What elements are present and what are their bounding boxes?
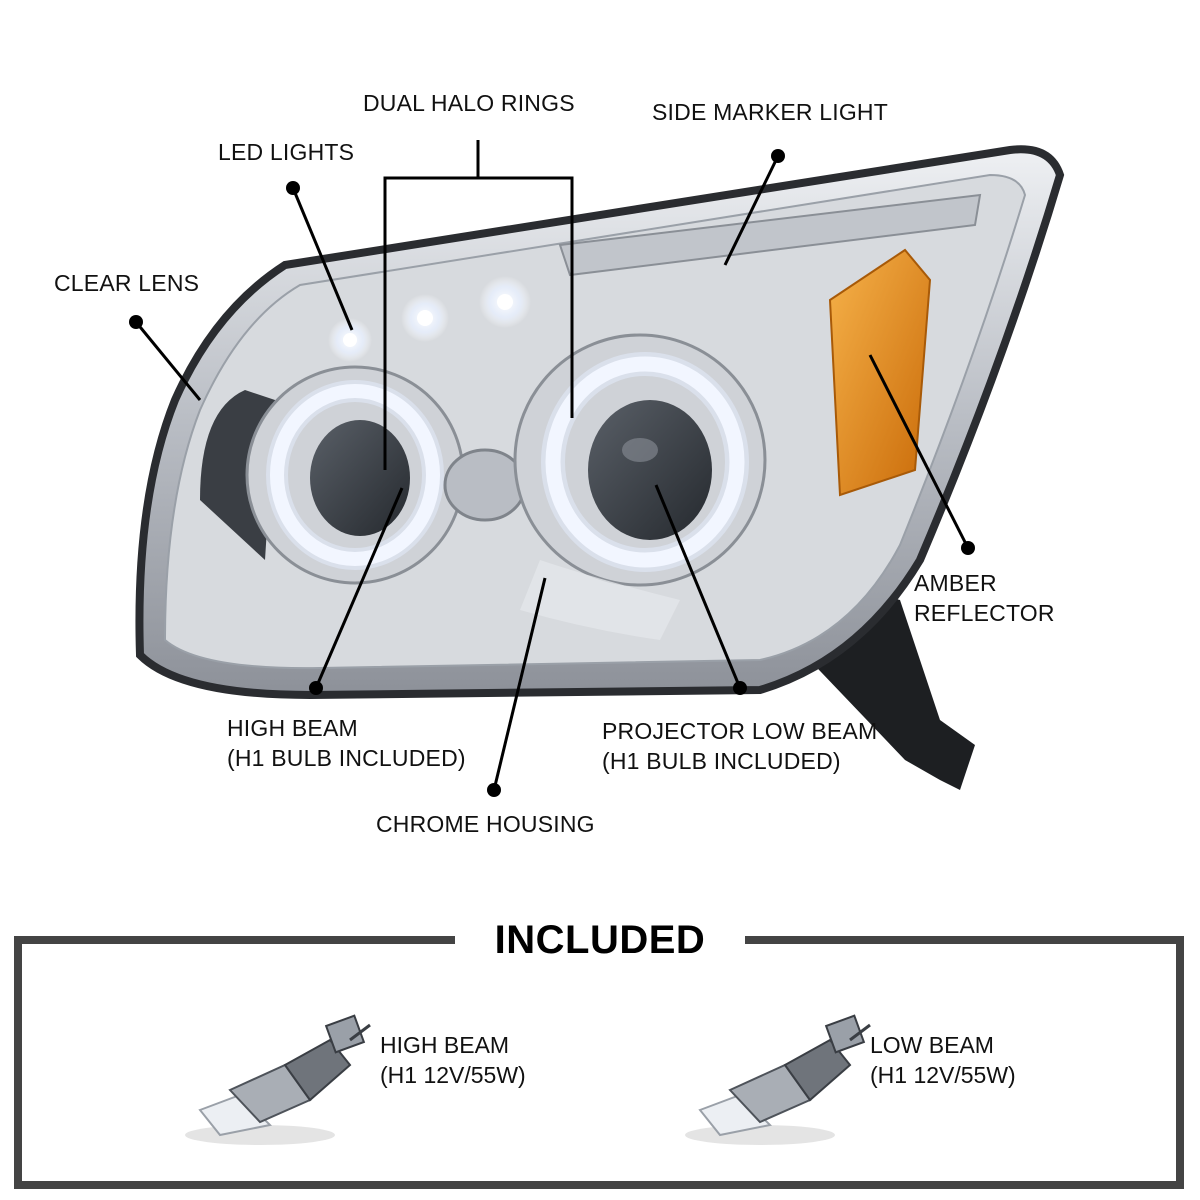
low-beam-projector bbox=[515, 335, 765, 585]
included-item-low-beam: LOW BEAM (H1 12V/55W) bbox=[870, 1030, 1016, 1090]
label-line: AMBER bbox=[914, 568, 1055, 598]
label-high-beam: HIGH BEAM (H1 BULB INCLUDED) bbox=[227, 713, 466, 773]
label-line: HIGH BEAM bbox=[227, 713, 466, 743]
label-chrome-housing: CHROME HOUSING bbox=[376, 809, 595, 839]
included-title: INCLUDED bbox=[455, 918, 745, 963]
included-item-name: LOW BEAM bbox=[870, 1030, 1016, 1060]
included-item-name: HIGH BEAM bbox=[380, 1030, 526, 1060]
label-projector-low-beam: PROJECTOR LOW BEAM (H1 BULB INCLUDED) bbox=[602, 716, 877, 776]
included-item-spec: (H1 12V/55W) bbox=[870, 1060, 1016, 1090]
included-item-high-beam: HIGH BEAM (H1 12V/55W) bbox=[380, 1030, 526, 1090]
label-line: (H1 BULB INCLUDED) bbox=[227, 743, 466, 773]
label-dual-halo-rings: DUAL HALO RINGS bbox=[363, 88, 575, 118]
label-led-lights: LED LIGHTS bbox=[218, 137, 354, 167]
center-bracket bbox=[445, 450, 525, 520]
included-item-spec: (H1 12V/55W) bbox=[380, 1060, 526, 1090]
label-clear-lens: CLEAR LENS bbox=[54, 268, 199, 298]
high-beam-projector bbox=[247, 367, 463, 583]
label-side-marker-light: SIDE MARKER LIGHT bbox=[652, 97, 888, 127]
label-line: (H1 BULB INCLUDED) bbox=[602, 746, 877, 776]
bulb-icon bbox=[185, 1016, 370, 1145]
label-line: PROJECTOR LOW BEAM bbox=[602, 716, 877, 746]
label-line: REFLECTOR bbox=[914, 598, 1055, 628]
bulb-icon bbox=[685, 1016, 870, 1145]
label-amber-reflector: AMBER REFLECTOR bbox=[914, 568, 1055, 628]
